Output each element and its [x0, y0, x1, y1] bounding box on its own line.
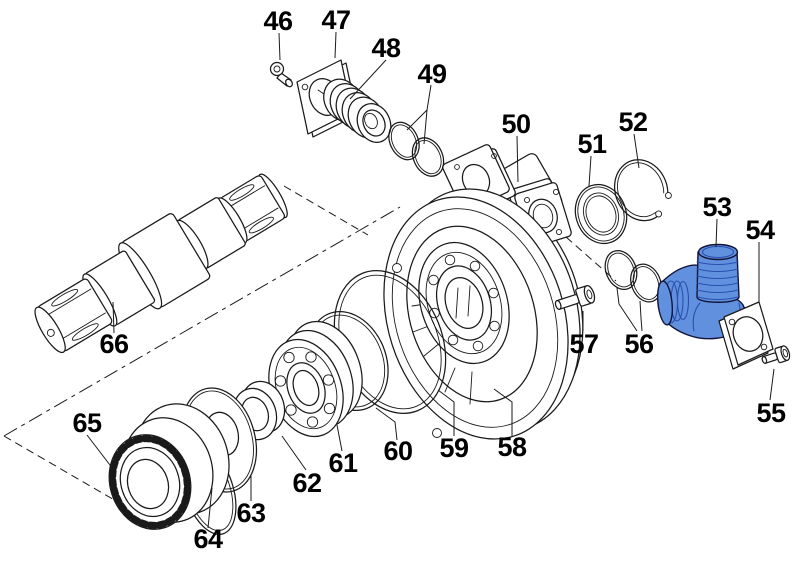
part-label-59: 59 [439, 433, 469, 463]
part-54-flange-plate [718, 301, 774, 370]
part-46-bolt [269, 61, 293, 88]
part-label-63: 63 [236, 498, 266, 528]
part-label-54: 54 [745, 215, 775, 245]
part-57-bolt [554, 284, 596, 310]
part-52-snap-ring [613, 159, 672, 222]
part-label-57: 57 [569, 329, 598, 359]
part-label-47: 47 [321, 5, 350, 35]
part-label-64: 64 [193, 524, 223, 554]
part-label-61: 61 [328, 448, 358, 478]
part-label-52: 52 [618, 107, 647, 137]
part-49-o-rings [388, 121, 445, 177]
part-label-53: 53 [702, 192, 732, 222]
part-label-56: 56 [624, 329, 654, 359]
part-48-threaded-gland [323, 78, 392, 143]
part-label-55: 55 [756, 398, 786, 428]
part-labels: 46 47 48 49 50 51 52 53 54 55 56 57 58 5… [72, 5, 786, 554]
part-label-48: 48 [371, 33, 401, 63]
part-label-49: 49 [417, 59, 447, 89]
part-66-pto-shaft [34, 173, 288, 354]
part-label-62: 62 [292, 468, 321, 498]
part-label-66: 66 [99, 329, 129, 359]
leader-lines [86, 31, 775, 529]
bell-bearing-balls [428, 254, 500, 352]
part-51-oil-seal [574, 183, 628, 245]
part-label-65: 65 [72, 408, 102, 438]
part-label-60: 60 [383, 436, 412, 466]
part-58-bell-cover [383, 188, 581, 440]
part-label-50: 50 [501, 109, 530, 139]
part-55-bolt [761, 345, 791, 364]
part-label-51: 51 [577, 129, 607, 159]
part-61-ball-bearing [268, 320, 363, 438]
part-65-taper-roller-bearing [108, 403, 230, 530]
axis-dashed-lines [3, 185, 617, 502]
part-label-58: 58 [497, 432, 527, 462]
part-label-46: 46 [263, 6, 293, 36]
part-56-o-rings [604, 249, 662, 303]
